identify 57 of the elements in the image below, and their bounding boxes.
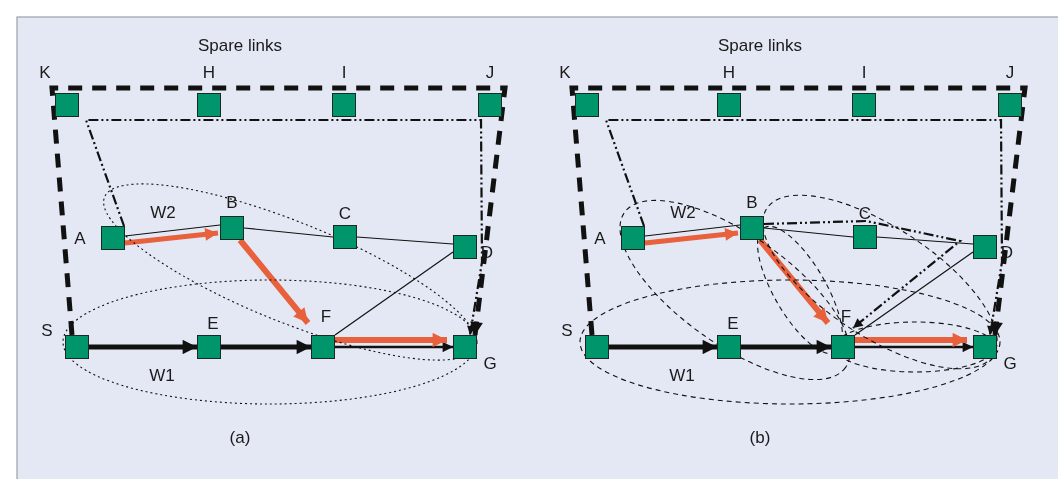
link-line (876, 236, 974, 245)
arrow (221, 339, 311, 355)
arrow (855, 332, 967, 348)
arrow (49, 85, 508, 336)
arrow (757, 238, 831, 325)
node-label: D (1000, 243, 1014, 261)
arrow (855, 341, 973, 353)
node-label: J (485, 63, 495, 81)
path-label: W1 (149, 366, 175, 384)
node-label: E (207, 314, 219, 332)
path-label: W1 (669, 366, 695, 384)
node-label: C (338, 204, 352, 222)
node-label: G (483, 354, 497, 372)
node-label: I (861, 63, 867, 81)
node-label: B (226, 193, 238, 211)
node-label: S (561, 321, 573, 339)
arrow (609, 339, 717, 355)
node-label: S (41, 321, 53, 339)
link-line (644, 224, 741, 237)
node-label: K (39, 63, 51, 81)
node-label: F (320, 307, 332, 325)
path-label: W2 (670, 203, 696, 221)
panel-label: (b) (749, 428, 771, 446)
arrow (89, 339, 197, 355)
path-label: W2 (150, 203, 176, 221)
arrow (237, 238, 311, 325)
node-label: H (722, 63, 736, 81)
arrow (763, 219, 963, 329)
node-label: A (74, 229, 86, 247)
node-label: C (858, 204, 872, 222)
arrow (604, 118, 1004, 336)
arrow (84, 118, 484, 336)
arrow (569, 85, 1028, 336)
panel-label: (a) (229, 428, 251, 446)
node-label: F (840, 307, 852, 325)
heading-label: Spare links (717, 36, 803, 54)
node-label: E (727, 314, 739, 332)
arrow (335, 341, 453, 353)
heading-label: Spare links (197, 36, 283, 54)
arrow (741, 339, 831, 355)
node-label: K (559, 63, 571, 81)
node-label: D (480, 243, 494, 261)
node-label: A (594, 229, 606, 247)
node-label: B (746, 193, 758, 211)
link-line (124, 224, 221, 237)
link-line (243, 227, 334, 238)
node-label: I (341, 63, 347, 81)
node-label: J (1005, 63, 1015, 81)
link-line (763, 227, 854, 238)
link-line (356, 236, 454, 245)
arrow (335, 332, 447, 348)
link-line (334, 251, 454, 336)
node-label: H (202, 63, 216, 81)
arrow (124, 228, 219, 246)
link-line (854, 251, 974, 336)
arrow (644, 228, 739, 246)
node-label: G (1003, 354, 1017, 372)
